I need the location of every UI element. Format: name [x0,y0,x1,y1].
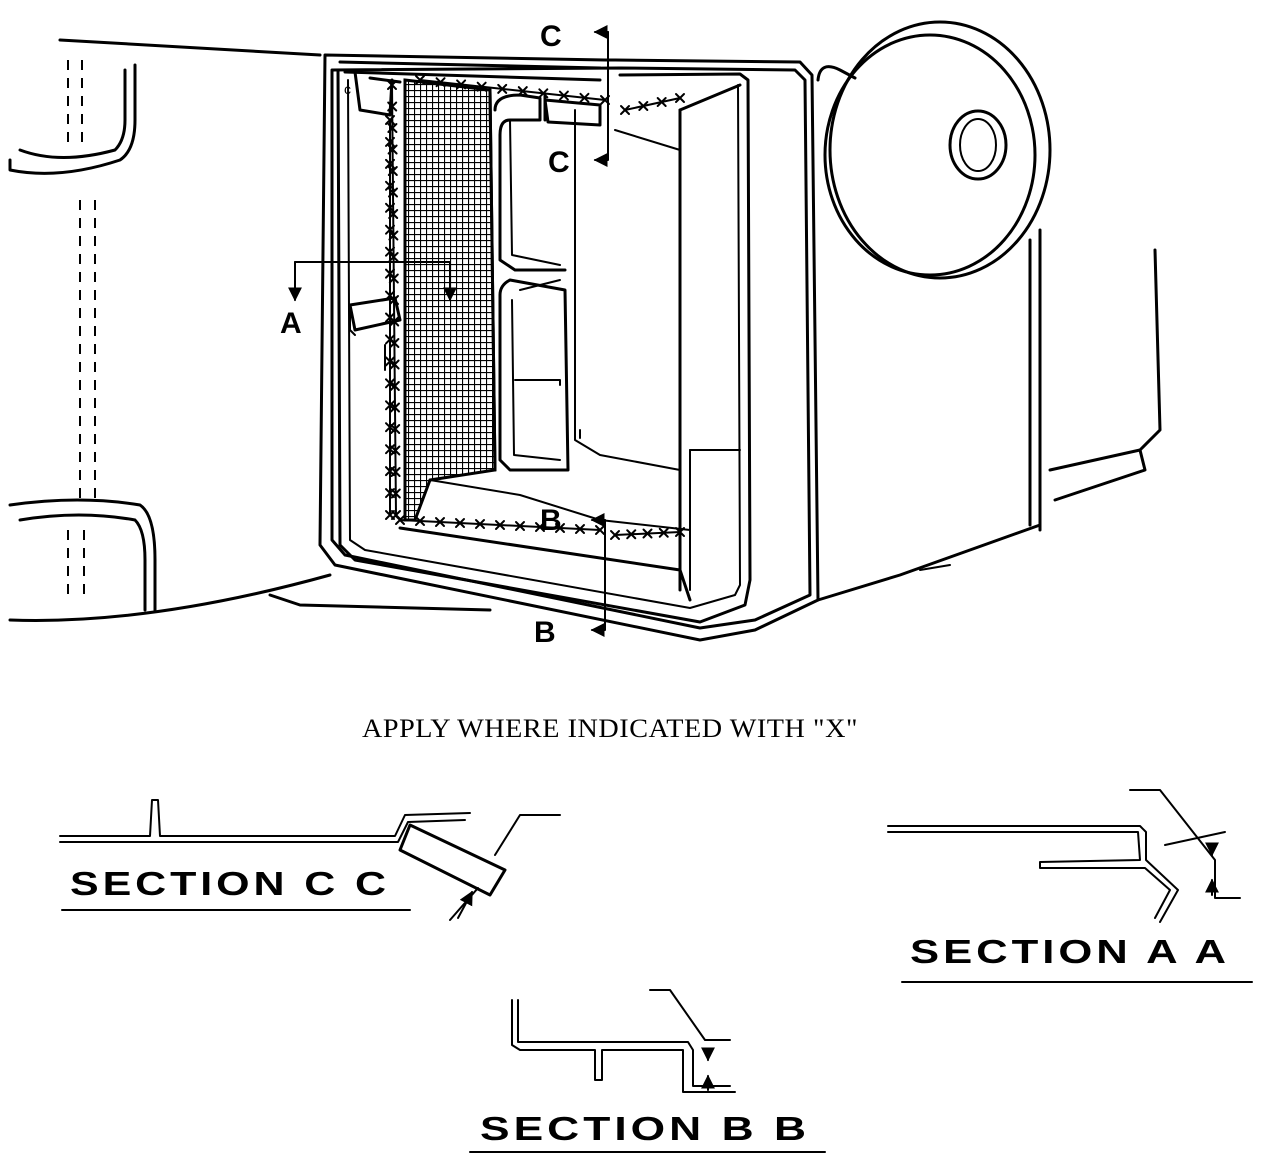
seal-x-mark [385,356,395,367]
seal-x-mark [385,488,395,499]
seal-x-mark [620,105,630,115]
section-aa-detail: SECTION A A [887,789,1253,983]
seal-x-mark [495,520,505,530]
seal-x-mark [475,519,485,529]
seal-x-mark [390,402,400,413]
machine-body-left [8,38,492,622]
seal-x-mark [638,101,649,111]
seal-x-mark [385,115,395,125]
seal-x-mark [610,530,620,540]
seal-x-mark [385,334,395,345]
seal-x-mark [387,80,397,90]
seal-x-mark [497,83,508,94]
seal-x-mark [575,524,585,534]
seal-x-mark [385,444,395,455]
seal-x-mark [385,268,395,279]
seal-x-mark [455,518,465,528]
callout-b-mid: B [540,504,562,537]
seal-x-mark [538,88,549,99]
seal-x-mark [415,516,425,526]
seal-x-mark [385,378,395,389]
seal-markings [385,75,685,540]
seal-x-mark [385,466,395,477]
seal-x-mark [389,359,400,370]
seal-x-mark [385,400,395,411]
seal-x-mark [476,81,487,92]
seal-x-mark [389,381,400,391]
inner-baffles [348,70,602,472]
seal-seam [624,97,681,111]
seal-x-mark [558,90,569,101]
seal-x-mark [642,528,653,539]
fan-shroud [816,20,1162,602]
callout-b-bottom: B [534,616,556,649]
section-cc-title: SECTION C C [70,865,390,902]
seal-x-mark [415,75,425,85]
section-bb-detail: SECTION B B [469,989,826,1153]
section-aa-title: SECTION A A [910,933,1230,970]
seal-x-mark [390,424,401,434]
seal-seam [419,79,606,101]
seal-x-mark [385,246,395,257]
seal-x-mark [626,529,637,540]
seal-x-mark [675,527,685,537]
seal-x-mark [579,92,590,103]
seal-x-mark [435,77,446,88]
seal-x-mark [385,510,395,520]
seal-x-mark [456,79,467,90]
seal-x-mark [385,312,395,323]
callout-leaders [288,25,609,637]
seal-x-mark [675,93,685,103]
seal-x-mark [387,101,398,112]
seal-x-mark [515,521,525,531]
apply-note: APPLY WHERE INDICATED WITH "X" [362,714,858,743]
seal-x-mark [595,525,605,535]
inner-c-label: c [344,81,351,97]
seal-x-mark [517,86,528,97]
callout-c-top: C [540,20,562,53]
seal-x-mark [385,224,395,235]
callout-c-mid: C [548,146,570,179]
seal-x-mark [658,527,669,538]
seal-x-mark [435,517,445,527]
section-cc-detail: SECTION C C [59,799,561,921]
seal-x-mark [395,515,405,525]
seal-x-mark [656,97,667,107]
callout-a: A [280,307,302,340]
seal-x-mark [535,522,545,532]
section-bb-title: SECTION B B [480,1110,810,1147]
seal-x-mark [385,180,395,191]
seal-x-mark [385,136,395,147]
seal-x-mark [385,202,395,213]
seal-x-mark [385,422,395,433]
seal-x-mark [385,158,395,169]
seal-x-mark [555,523,565,533]
seal-x-mark [385,290,395,301]
